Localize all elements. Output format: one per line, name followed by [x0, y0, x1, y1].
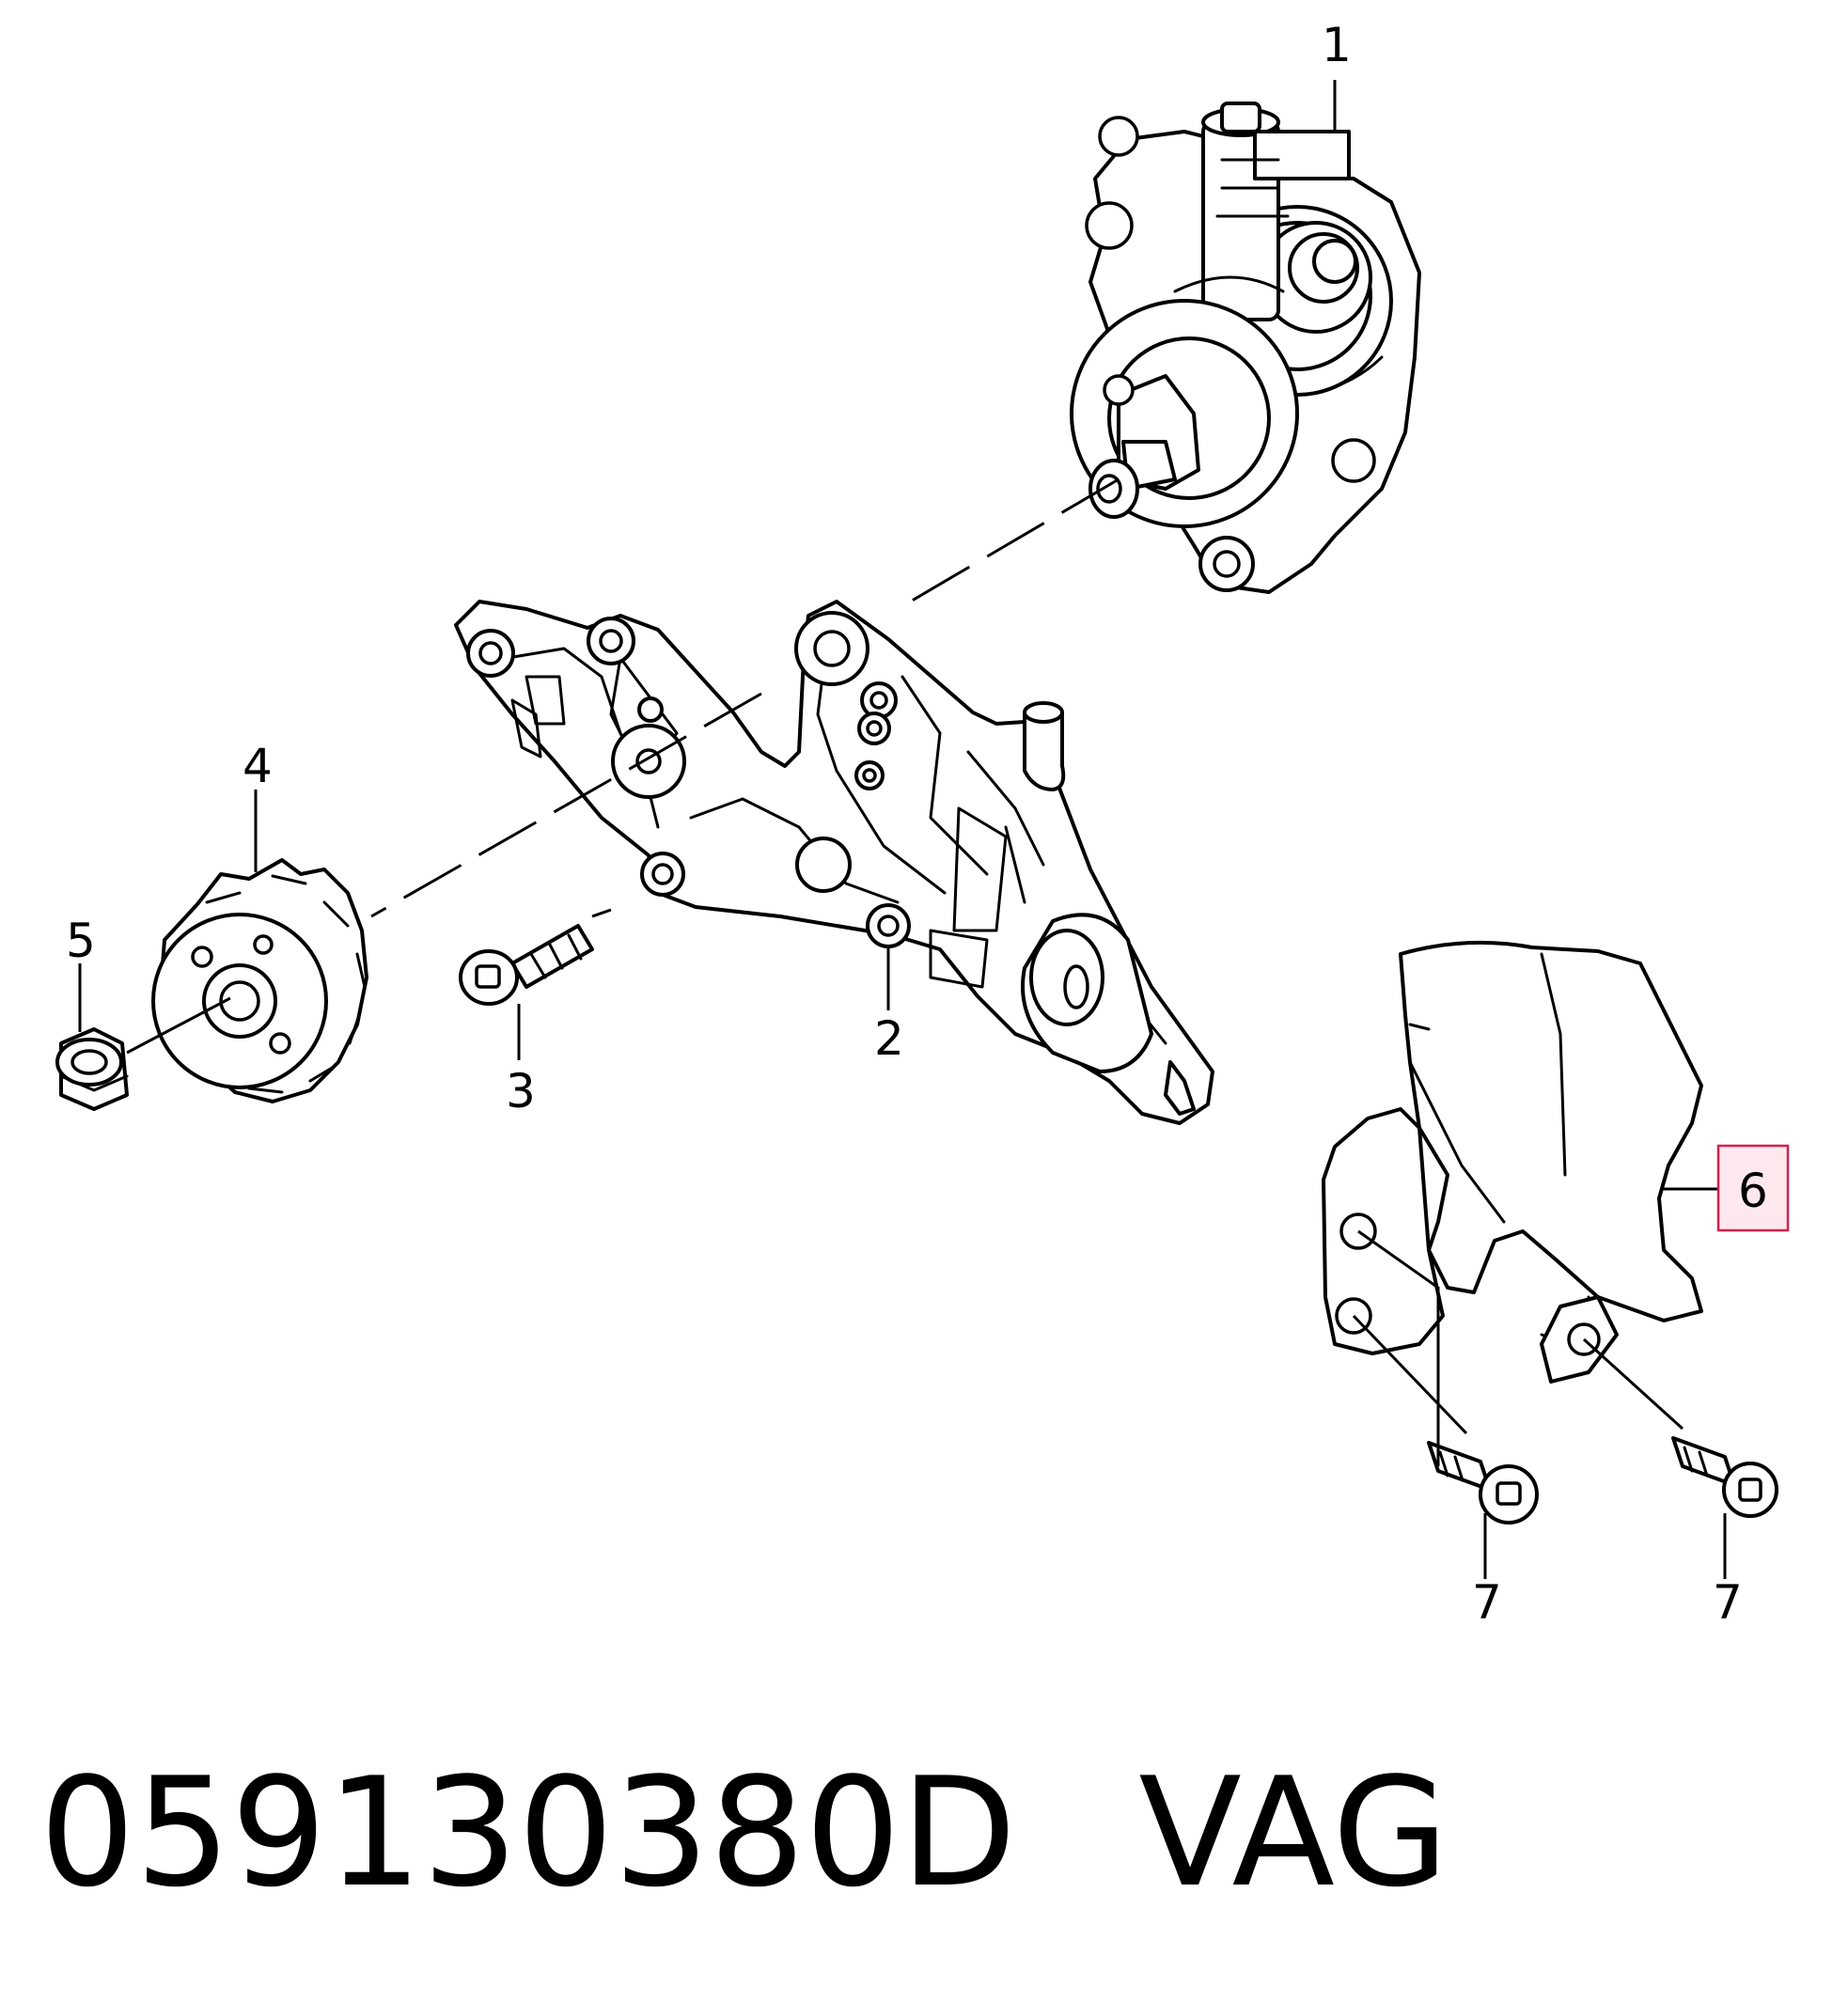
heat-shield[interactable] — [1322, 940, 1703, 1384]
sprocket[interactable] — [151, 858, 368, 1103]
bolt-left[interactable] — [1427, 1441, 1539, 1525]
callout-6-highlight — [1716, 1144, 1790, 1232]
nut[interactable] — [55, 1027, 129, 1111]
callout-3[interactable]: 3 — [506, 1064, 536, 1118]
callout-1[interactable]: 1 — [1322, 18, 1352, 72]
callout-6[interactable]: 6 — [1738, 1164, 1768, 1218]
assembly-lines — [126, 477, 1684, 1466]
bolt-right[interactable] — [1671, 1436, 1778, 1518]
bracket[interactable] — [454, 600, 1214, 1125]
callout-5[interactable]: 5 — [66, 914, 96, 968]
high-pressure-pump[interactable] — [1070, 102, 1421, 594]
callout-7-left[interactable]: 7 — [1472, 1575, 1502, 1630]
bolt[interactable] — [459, 924, 594, 1006]
callout-2[interactable]: 2 — [874, 1011, 904, 1066]
manufacturer: VAG — [1138, 1744, 1449, 1920]
callout-leaders — [78, 80, 1727, 1579]
callout-7-right[interactable]: 7 — [1713, 1575, 1743, 1630]
part-number: 059130380D — [39, 1744, 1017, 1920]
callout-4[interactable]: 4 — [243, 739, 273, 793]
